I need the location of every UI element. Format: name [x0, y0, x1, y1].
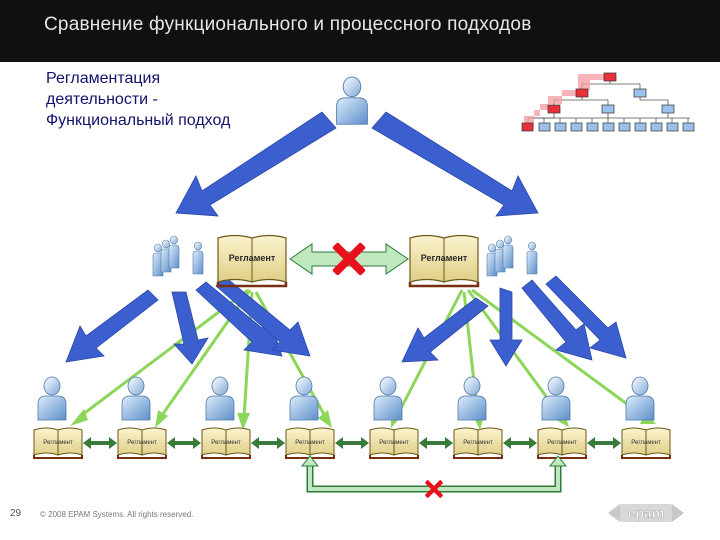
bottom-book-icon: Регламент	[369, 427, 419, 459]
subtitle-line: деятельности -	[46, 91, 158, 108]
bottom-book-icon: Регламент	[537, 427, 587, 459]
copyright-text: © 2008 EPAM Systems. All rights reserved…	[40, 510, 194, 519]
bottom-book-icon: Регламент	[201, 427, 251, 459]
org-chart-boxes	[521, 72, 695, 132]
subtitle-line: Функциональный подход	[46, 112, 231, 129]
epam-logo-icon: epam	[608, 504, 684, 522]
bottom-book-icon: Регламент	[285, 427, 335, 459]
bottom-cross-link-arrow	[300, 455, 568, 493]
top-left-book-icon: Регламент	[216, 234, 288, 288]
bottom-book-label: Регламент	[211, 440, 241, 446]
bottom-book-label: Регламент	[463, 440, 493, 446]
subtitle-line: Регламентация	[46, 70, 161, 87]
top-left-book-label: Регламент	[229, 253, 276, 263]
bottom-book-label: Регламент	[547, 440, 577, 446]
bottom-book-icon: Регламент	[33, 427, 83, 459]
epam-logo-text: epam	[628, 505, 665, 521]
bottom-book-label: Регламент	[127, 440, 157, 446]
top-right-book-icon: Регламент	[408, 234, 480, 288]
bottom-link-arrows	[83, 437, 621, 449]
page-title: Сравнение функционального и процессного …	[44, 14, 532, 35]
left-team-icon	[152, 235, 204, 277]
top-right-book-label: Регламент	[421, 253, 468, 263]
bottom-book-label: Регламент	[631, 440, 661, 446]
page-number: 29	[10, 508, 22, 519]
blue-arrows	[65, 111, 627, 367]
bottom-book-icon: Регламент	[453, 427, 503, 459]
bottom-book-label: Регламент	[43, 440, 73, 446]
bottom-book-label: Регламент	[295, 440, 325, 446]
bottom-person-icons	[37, 376, 655, 421]
bottom-book-icon: Регламент	[117, 427, 167, 459]
right-team-icon	[486, 235, 538, 277]
subtitle: Регламентация деятельности - Функциональ…	[46, 68, 306, 131]
bottom-book-label: Регламент	[379, 440, 409, 446]
bottom-books: Регламент Регламент Регламент Регламент …	[33, 427, 671, 459]
bottom-book-icon: Регламент	[621, 427, 671, 459]
header-bar: Сравнение функционального и процессного …	[0, 0, 720, 62]
manager-person-icon	[336, 76, 368, 125]
